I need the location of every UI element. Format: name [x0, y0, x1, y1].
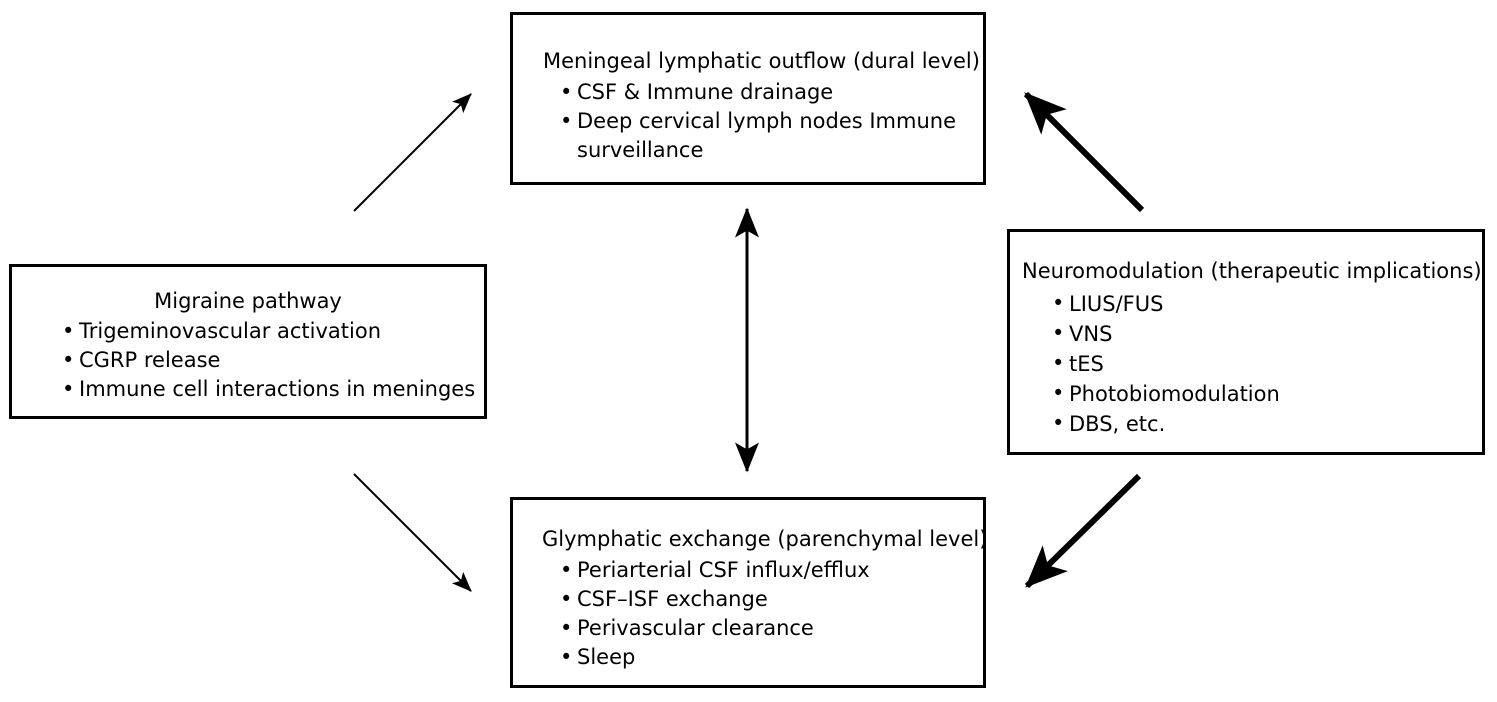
list-item-label: Sleep: [577, 645, 636, 669]
bullet-icon: •: [560, 587, 573, 611]
box-title: Meningeal lymphatic outflow (dural level…: [543, 49, 980, 73]
list-item: •Periarterial CSF influx/efflux: [560, 556, 983, 585]
bullet-icon: •: [1052, 411, 1065, 435]
bullet-icon: •: [560, 109, 573, 133]
box-title: Glymphatic exchange (parenchymal level): [542, 527, 988, 551]
neuromodulation-to-meningeal-arrow: [1023, 91, 1145, 213]
neuromodulation-to-glymphatic-arrow: [1024, 473, 1142, 589]
list-item-label: CSF–ISF exchange: [577, 587, 768, 611]
list-item-label: CGRP release: [79, 348, 221, 372]
list-item: •Sleep: [560, 643, 983, 672]
list-item-label: LIUS/FUS: [1069, 292, 1164, 316]
list-item: •CSF–ISF exchange: [560, 585, 983, 614]
list-item: •tES: [1052, 349, 1482, 379]
list-item: •Immune cell interactions in meninges: [62, 375, 484, 404]
list-item: •DBS, etc.: [1052, 409, 1482, 439]
bullet-icon: •: [560, 616, 573, 640]
box-meningeal-lymphatic-outflow: Meningeal lymphatic outflow (dural level…: [510, 12, 986, 185]
list-item-label: Trigeminovascular activation: [79, 319, 382, 343]
bullet-icon: •: [62, 377, 75, 401]
box-neuromodulation: Neuromodulation (therapeutic implication…: [1007, 229, 1485, 455]
bullet-icon: •: [1052, 321, 1065, 345]
list-item: •Photobiomodulation: [1052, 379, 1482, 409]
box-title: Migraine pathway: [154, 289, 342, 313]
migraine-to-meningeal-arrow: [353, 93, 472, 212]
bullet-icon: •: [1052, 381, 1065, 405]
list-item-label: DBS, etc.: [1069, 412, 1166, 436]
list-item: •LIUS/FUS: [1052, 289, 1482, 319]
box-title: Neuromodulation (therapeutic implication…: [1022, 259, 1482, 283]
bullet-icon: •: [560, 645, 573, 669]
list-item-label: Photobiomodulation: [1069, 382, 1280, 406]
bullet-icon: •: [1052, 351, 1065, 375]
migraine-to-glymphatic-arrow: [353, 473, 472, 592]
bullet-list: •Periarterial CSF influx/efflux •CSF–ISF…: [560, 556, 983, 672]
list-item: •Perivascular clearance: [560, 614, 983, 643]
list-item-label: Deep cervical lymph nodes Immune surveil…: [577, 109, 957, 162]
bullet-icon: •: [62, 319, 75, 343]
list-item: •CGRP release: [62, 346, 484, 375]
list-item-label: CSF & Immune drainage: [577, 80, 834, 104]
list-item-label: Immune cell interactions in meninges: [79, 377, 476, 401]
list-item: •VNS: [1052, 319, 1482, 349]
list-item-label: VNS: [1069, 322, 1113, 346]
bullet-list: •LIUS/FUS •VNS •tES •Photobiomodulation …: [1052, 289, 1482, 439]
list-item-label: Periarterial CSF influx/efflux: [577, 558, 870, 582]
box-migraine-pathway: Migraine pathway •Trigeminovascular acti…: [9, 264, 487, 419]
bullet-icon: •: [560, 558, 573, 582]
list-item: •Deep cervical lymph nodes Immune survei…: [560, 107, 983, 165]
box-glymphatic-exchange: Glymphatic exchange (parenchymal level) …: [510, 497, 988, 688]
bullet-list: •Trigeminovascular activation •CGRP rele…: [62, 317, 484, 404]
list-item: •Trigeminovascular activation: [62, 317, 484, 346]
list-item: •CSF & Immune drainage: [560, 78, 983, 107]
bullet-icon: •: [1052, 291, 1065, 315]
list-item-label: Perivascular clearance: [577, 616, 814, 640]
list-item-label: tES: [1069, 352, 1104, 376]
bullet-icon: •: [62, 348, 75, 372]
bullet-list: •CSF & Immune drainage •Deep cervical ly…: [560, 78, 983, 165]
bullet-icon: •: [560, 80, 573, 104]
